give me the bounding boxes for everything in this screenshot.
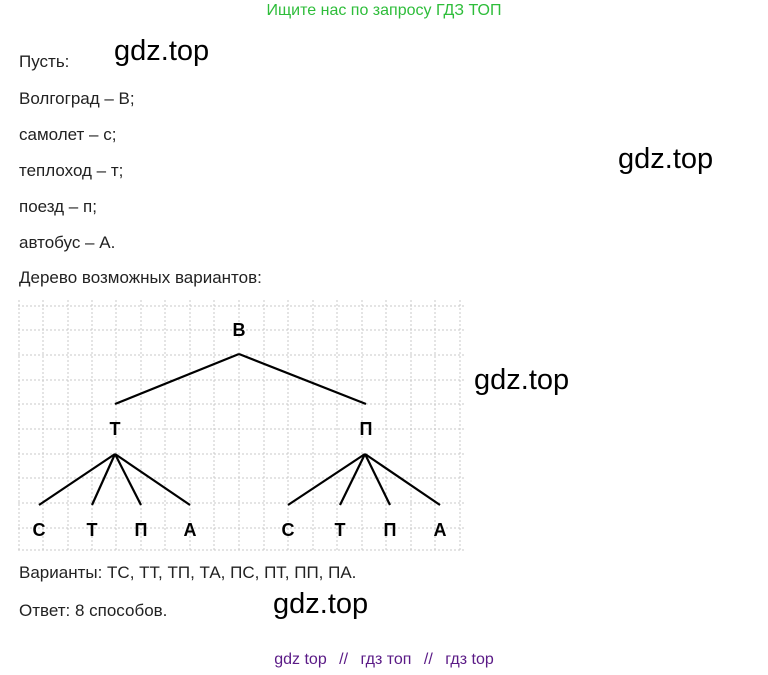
variant-tree-diagram: В Т П С Т П А С Т П А bbox=[18, 300, 464, 552]
text-train: поезд – п; bbox=[19, 197, 97, 216]
edge-left-1 bbox=[38, 453, 116, 506]
node-leaf: С bbox=[282, 520, 295, 540]
text-bus: автобус – А. bbox=[19, 233, 116, 252]
node-level1-right: П bbox=[360, 419, 373, 439]
node-leaf: С bbox=[33, 520, 46, 540]
node-leaf: П bbox=[384, 520, 397, 540]
watermark: gdz.top bbox=[273, 588, 369, 620]
text-volgograd: Волгоград – В; bbox=[19, 89, 135, 108]
footer-link[interactable]: gdz top bbox=[274, 651, 327, 668]
edge-left-2 bbox=[90, 453, 117, 506]
footer-separator: // bbox=[339, 651, 349, 668]
watermark: gdz.top bbox=[114, 35, 210, 67]
tree-caption: Дерево возможных вариантов: bbox=[19, 268, 262, 287]
text-answer: Ответ: 8 способов. bbox=[19, 601, 168, 620]
edge-root-right bbox=[238, 352, 367, 406]
node-leaf: П bbox=[135, 520, 148, 540]
text-plane: самолет – с; bbox=[19, 125, 117, 144]
footer-link[interactable]: гдз топ bbox=[360, 651, 412, 668]
footer-separator: // bbox=[423, 651, 433, 668]
edge-left-3 bbox=[114, 453, 142, 506]
node-root: В bbox=[233, 320, 246, 340]
node-leaf: А bbox=[434, 520, 447, 540]
grid bbox=[18, 300, 464, 552]
edge-right-4 bbox=[364, 453, 441, 506]
tree-nodes: В Т П С Т П А С Т П А bbox=[33, 320, 447, 540]
footer-links: gdz top // гдз топ // гдз top bbox=[0, 651, 768, 669]
edge-root-left bbox=[114, 352, 240, 406]
text-ship: теплоход – т; bbox=[19, 161, 124, 180]
tree-edges bbox=[38, 352, 441, 506]
node-leaf: Т bbox=[335, 520, 346, 540]
top-banner: Ищите нас по запросу ГДЗ ТОП bbox=[266, 2, 502, 19]
watermark: gdz.top bbox=[618, 143, 714, 175]
node-level1-left: Т bbox=[110, 419, 121, 439]
watermark: gdz.top bbox=[474, 364, 570, 396]
node-leaf: Т bbox=[87, 520, 98, 540]
text-variants: Варианты: ТС, ТТ, ТП, ТА, ПС, ПТ, ПП, ПА… bbox=[19, 563, 357, 582]
edge-right-3 bbox=[364, 453, 391, 506]
edge-left-4 bbox=[114, 453, 191, 506]
node-leaf: А bbox=[184, 520, 197, 540]
edge-right-1 bbox=[287, 453, 366, 506]
edge-right-2 bbox=[339, 453, 366, 506]
footer-link[interactable]: гдз top bbox=[445, 651, 494, 668]
text-let: Пусть: bbox=[19, 52, 70, 71]
